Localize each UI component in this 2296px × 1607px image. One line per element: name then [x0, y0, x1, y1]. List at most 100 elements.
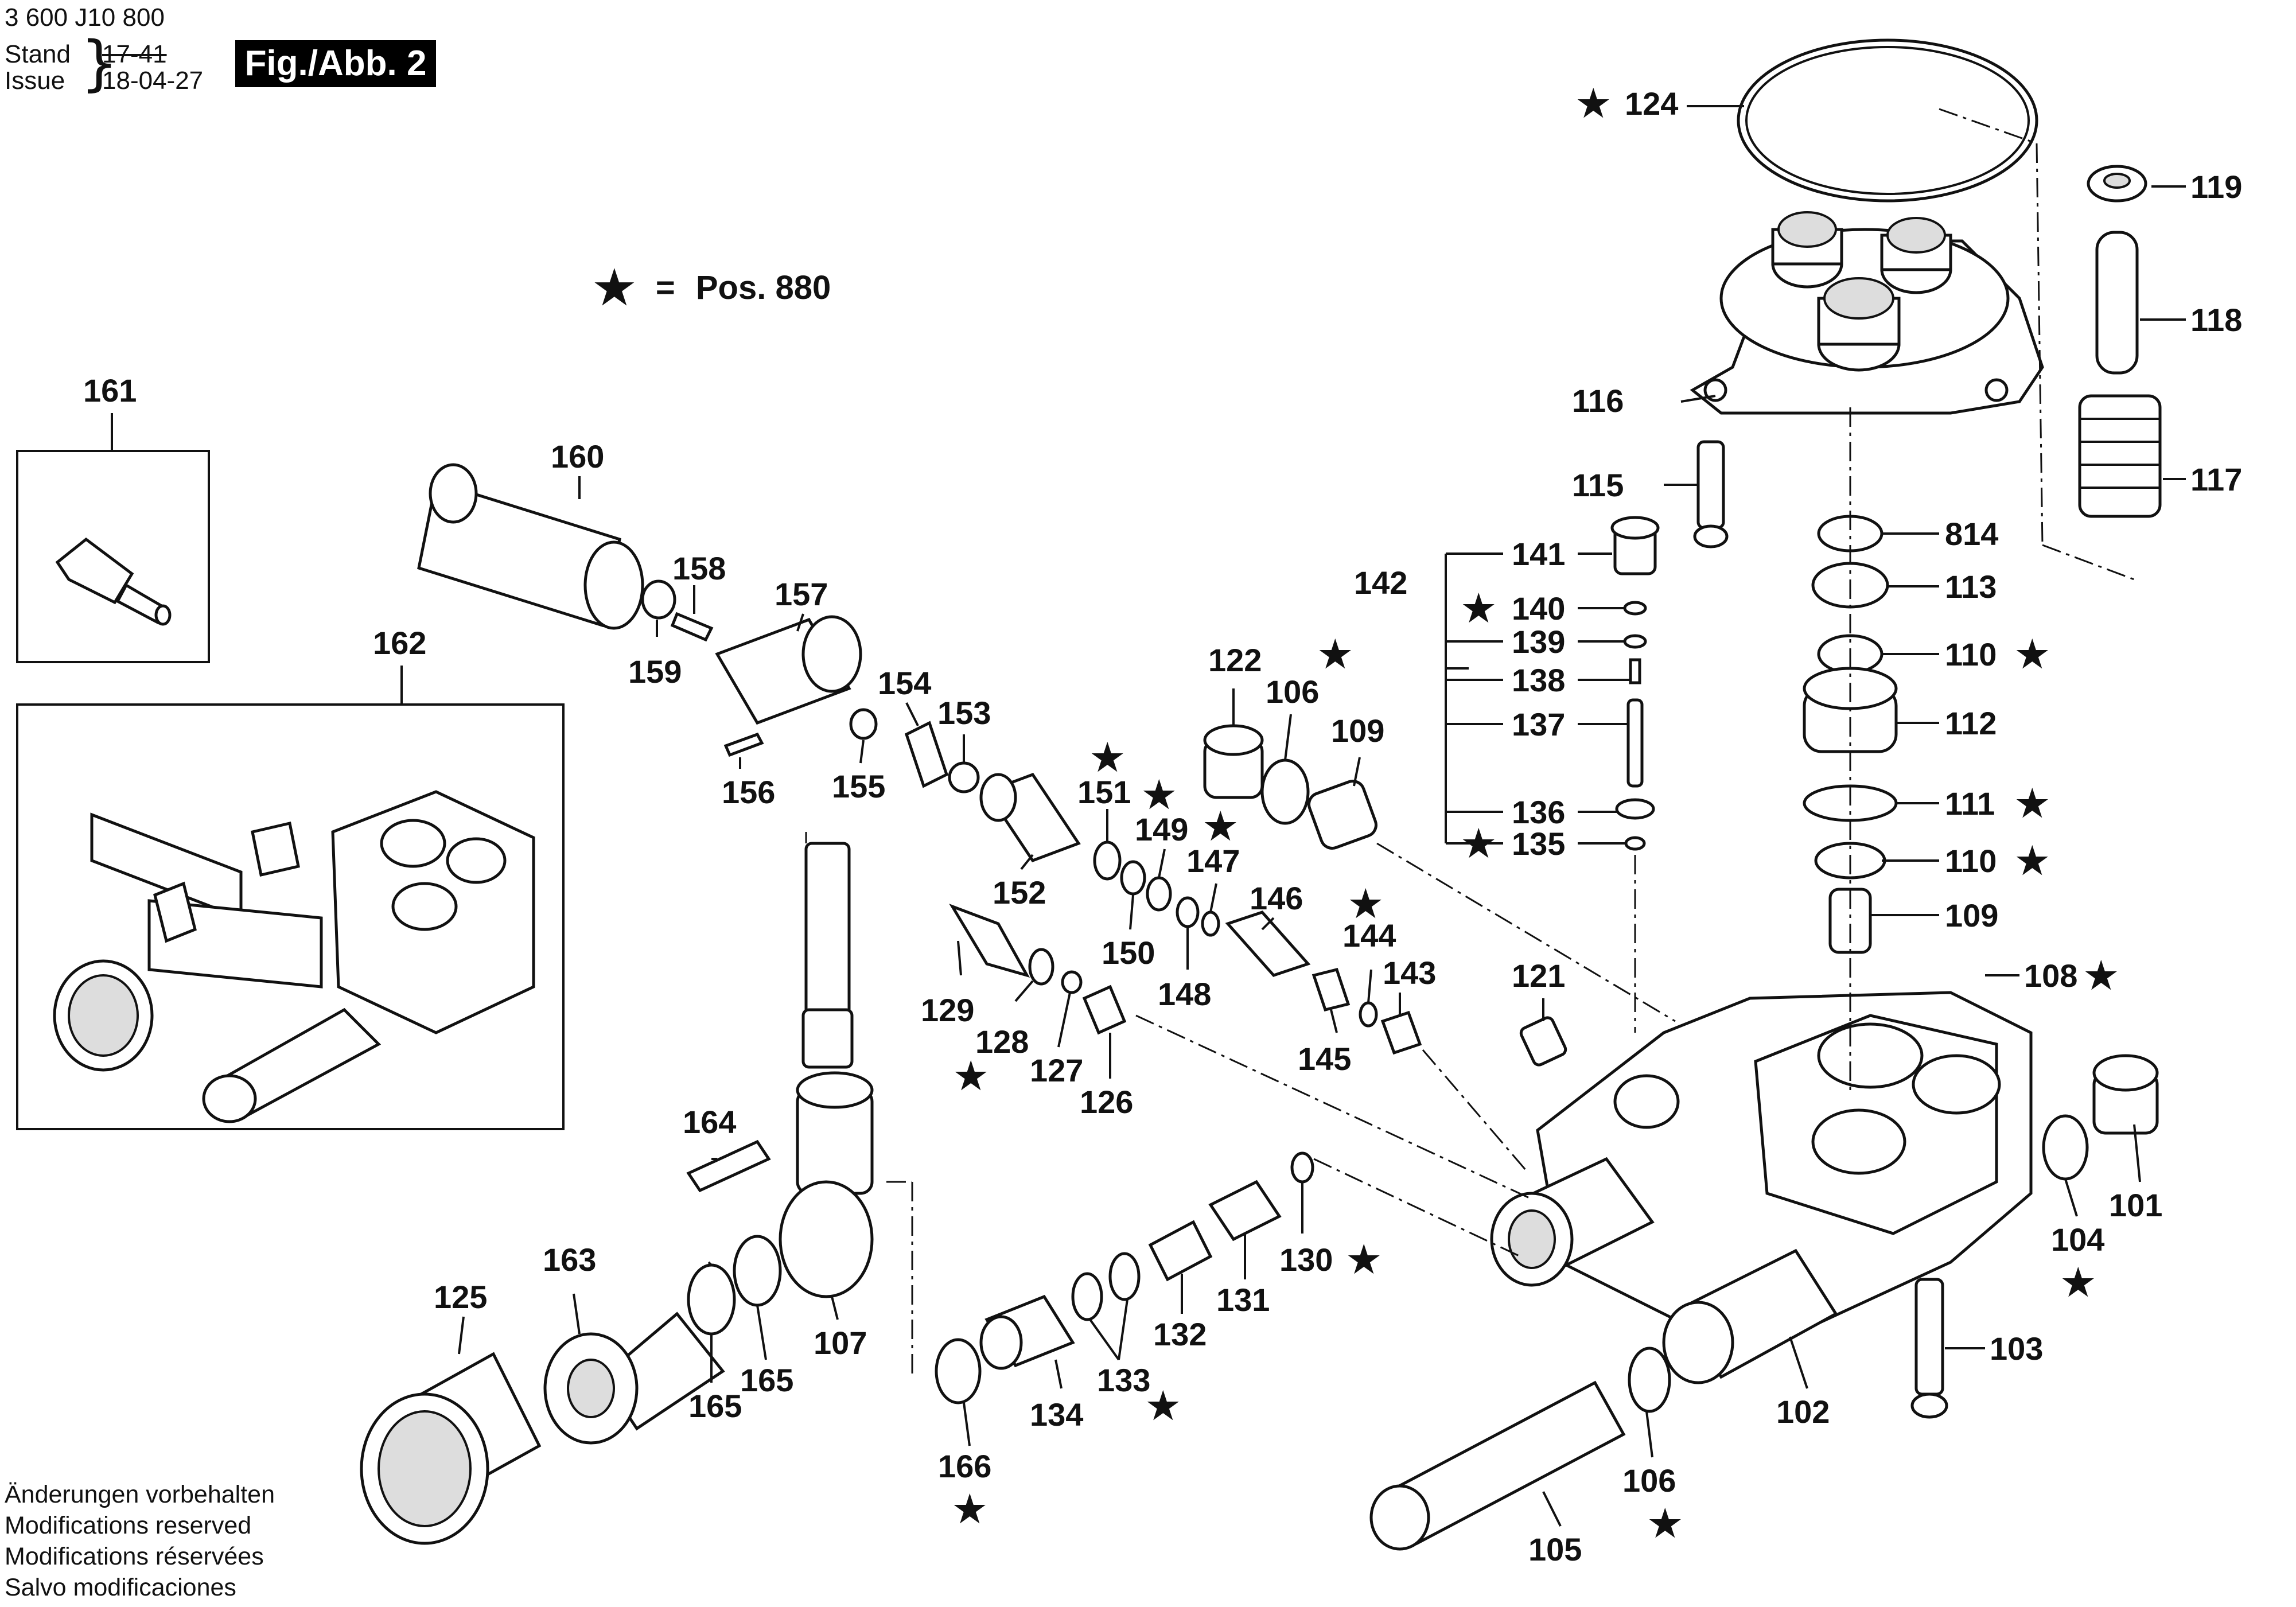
- connector-152: [979, 772, 1081, 863]
- label-151: 151: [1077, 774, 1131, 810]
- label-105: 105: [1528, 1531, 1582, 1567]
- label-153: 153: [937, 695, 991, 731]
- socket-160: [417, 463, 644, 630]
- plunger-118: [2095, 231, 2139, 375]
- filter-cap-125: [360, 1352, 542, 1545]
- note-german: Änderungen vorbehalten: [5, 1481, 275, 1508]
- legend-equals: =: [655, 269, 675, 306]
- ring-133a: [1071, 1272, 1103, 1321]
- valve-131: [1208, 1180, 1282, 1242]
- star-legend: ★ = Pos. 880: [594, 261, 831, 314]
- star-icon: ★: [1145, 1382, 1182, 1430]
- label-154: 154: [878, 665, 931, 701]
- label-132: 132: [1153, 1316, 1207, 1352]
- leader-lines: [111, 105, 2186, 1527]
- label-133: 133: [1097, 1362, 1150, 1398]
- inset-frame-162: [16, 703, 565, 1130]
- label-101: 101: [2109, 1187, 2162, 1223]
- star-icon: ★: [1141, 771, 1178, 819]
- document-number: 3 600 J10 800: [5, 3, 165, 32]
- label-144: 144: [1342, 917, 1396, 954]
- issue-label: Issue: [5, 67, 65, 95]
- label-157: 157: [775, 576, 828, 612]
- label-131: 131: [1216, 1282, 1270, 1318]
- nut-157: [715, 615, 862, 725]
- o-ring-104: [2042, 1114, 2089, 1181]
- star-icon: ★: [1460, 819, 1497, 867]
- star-icon: ★: [2014, 630, 2051, 678]
- label-164: 164: [683, 1104, 736, 1140]
- label-147: 147: [1186, 843, 1240, 879]
- label-115: 115: [1572, 467, 1624, 503]
- star-icon: ★: [1647, 1499, 1684, 1547]
- ring-150: [1120, 860, 1146, 896]
- label-102: 102: [1776, 1394, 1830, 1430]
- label-138: 138: [1512, 662, 1565, 698]
- label-110b: 110: [1945, 843, 1997, 879]
- spring-158: [670, 612, 714, 642]
- ring-149: [1146, 876, 1172, 912]
- stand-label: Stand: [5, 40, 71, 68]
- issue-value: 18-04-27: [102, 67, 204, 95]
- spring-143: [1380, 1010, 1422, 1055]
- label-113: 113: [1945, 569, 1997, 605]
- label-136: 136: [1512, 794, 1565, 830]
- star-icon: ★: [1202, 802, 1239, 850]
- label-103: 103: [1990, 1330, 2043, 1367]
- star-icon: ★: [2014, 779, 2051, 827]
- ring-127: [1061, 970, 1083, 994]
- plug-121: [1519, 1016, 1567, 1067]
- ring-151: [1093, 841, 1122, 881]
- label-126: 126: [1080, 1084, 1133, 1120]
- star-icon: ★: [952, 1052, 990, 1100]
- label-145: 145: [1298, 1041, 1351, 1077]
- label-141: 141: [1512, 536, 1565, 572]
- star-icon: ★: [951, 1485, 989, 1533]
- label-127: 127: [1030, 1052, 1083, 1088]
- star-markers: ★ ★ ★ ★ ★ ★ ★ ★ ★ ★ ★ ★ ★ ★ ★ ★ ★ ★: [951, 79, 2120, 1547]
- label-148: 148: [1158, 976, 1211, 1012]
- sleeve-145: [1312, 968, 1351, 1011]
- label-106b: 106: [1622, 1462, 1676, 1499]
- label-143: 143: [1383, 955, 1436, 991]
- label-111: 111: [1945, 785, 1995, 822]
- ring-128: [1028, 948, 1054, 986]
- label-106a: 106: [1266, 674, 1319, 710]
- star-icon: ★: [594, 262, 635, 313]
- note-french: Modifications réservées: [5, 1543, 264, 1570]
- piston-146: [1225, 910, 1311, 977]
- stand-value: 17-41: [102, 40, 167, 68]
- inlet-fitting-163: [543, 1312, 725, 1445]
- adapter-105: [1369, 1380, 1626, 1551]
- star-icon: ★: [2060, 1258, 2097, 1306]
- label-130: 130: [1279, 1242, 1333, 1278]
- screw-115: [1693, 440, 1729, 548]
- valve-134: [979, 1294, 1075, 1370]
- retaining-ring-119: [2087, 165, 2147, 203]
- label-119: 119: [2190, 169, 2242, 205]
- pump-head-116: [1690, 211, 2044, 415]
- label-125: 125: [434, 1279, 487, 1315]
- label-160: 160: [551, 438, 604, 474]
- label-112: 112: [1945, 705, 1997, 741]
- plug-122: [1203, 724, 1264, 799]
- spring-117: [2078, 394, 2162, 518]
- o-ring-124: [1737, 38, 2038, 203]
- pin-156: [723, 732, 764, 757]
- washer-159: [641, 579, 676, 620]
- label-118: 118: [2190, 302, 2242, 338]
- inset-frame-161: [16, 450, 210, 663]
- label-124: 124: [1625, 85, 1678, 122]
- label-108: 108: [2024, 958, 2077, 994]
- star-icon: ★: [1345, 1235, 1383, 1283]
- tube-154: [904, 721, 949, 788]
- label-104: 104: [2051, 1221, 2104, 1258]
- brace-icon: }: [80, 28, 119, 98]
- label-166: 166: [938, 1448, 991, 1484]
- label-152: 152: [993, 874, 1046, 910]
- elbow-107: [779, 1071, 874, 1298]
- figure-label: Fig./Abb. 2: [235, 40, 436, 87]
- part-labels: 124 119 118 117 116 115 814 113 110 112 …: [83, 85, 2242, 1567]
- o-ring-106-upper: [1260, 758, 1310, 825]
